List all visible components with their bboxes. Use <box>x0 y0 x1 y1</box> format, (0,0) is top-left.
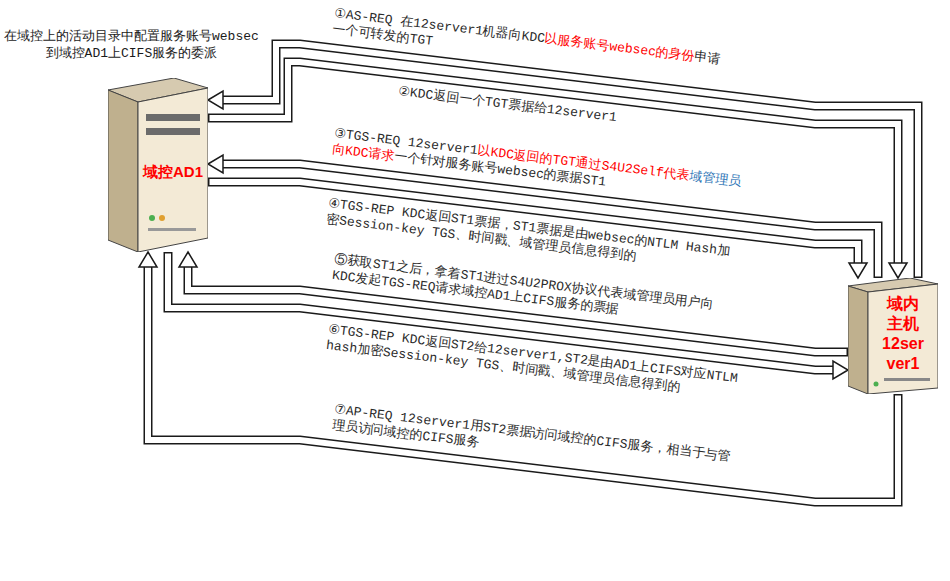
text-line: 在域控上的活动目录中配置服务账号websec <box>4 28 259 45</box>
text-line: 域内 <box>868 294 938 314</box>
text-line: 到域控AD1上CIFS服务的委派 <box>4 45 259 62</box>
server-node: 域内主机 12ser ver1 <box>848 278 938 394</box>
text-line: ver1 <box>868 354 938 374</box>
arrow-fill <box>210 182 859 263</box>
text-run: 12ser <box>882 335 924 352</box>
text-run: 在域控上的活动目录中配置服务账号websec <box>4 29 259 44</box>
server-node: 域控AD1 <box>108 78 208 252</box>
arrow-head <box>849 263 867 278</box>
arrow-head <box>208 91 223 109</box>
text-run: ver1 <box>887 355 920 372</box>
arrow-outline <box>148 267 898 502</box>
message-arrow <box>208 44 918 278</box>
arrow-head <box>889 263 907 278</box>
arrow-head <box>139 252 157 267</box>
text-run: 域管理员 <box>689 169 742 190</box>
server-name: 域控AD1 <box>138 162 208 181</box>
text-line: 主机 <box>868 314 938 334</box>
message-arrow <box>208 182 867 278</box>
arrow-fill <box>148 267 898 502</box>
arrow-head <box>208 155 223 173</box>
server-name: 域内主机 12ser ver1 <box>868 294 938 374</box>
arrow-head <box>179 252 197 267</box>
arrow-head <box>833 361 848 379</box>
text-line: 域控AD1 <box>138 162 208 181</box>
message-arrow <box>208 62 907 278</box>
text-run: 以服务账号websec的身份 <box>544 31 696 64</box>
text-run: 主机 <box>887 315 919 332</box>
text-line: 12ser <box>868 334 938 354</box>
text-run: 域内 <box>887 295 919 312</box>
arrow-outline <box>208 182 858 263</box>
note-label: 在域控上的活动目录中配置服务账号websec 到域控AD1上CIFS服务的委派 <box>4 28 259 62</box>
text-run: 申请 <box>694 49 722 67</box>
text-run: 域控AD1 <box>143 163 203 180</box>
message-arrow <box>139 252 898 502</box>
text-run: 到域控AD1上CIFS服务的委派 <box>46 46 218 61</box>
